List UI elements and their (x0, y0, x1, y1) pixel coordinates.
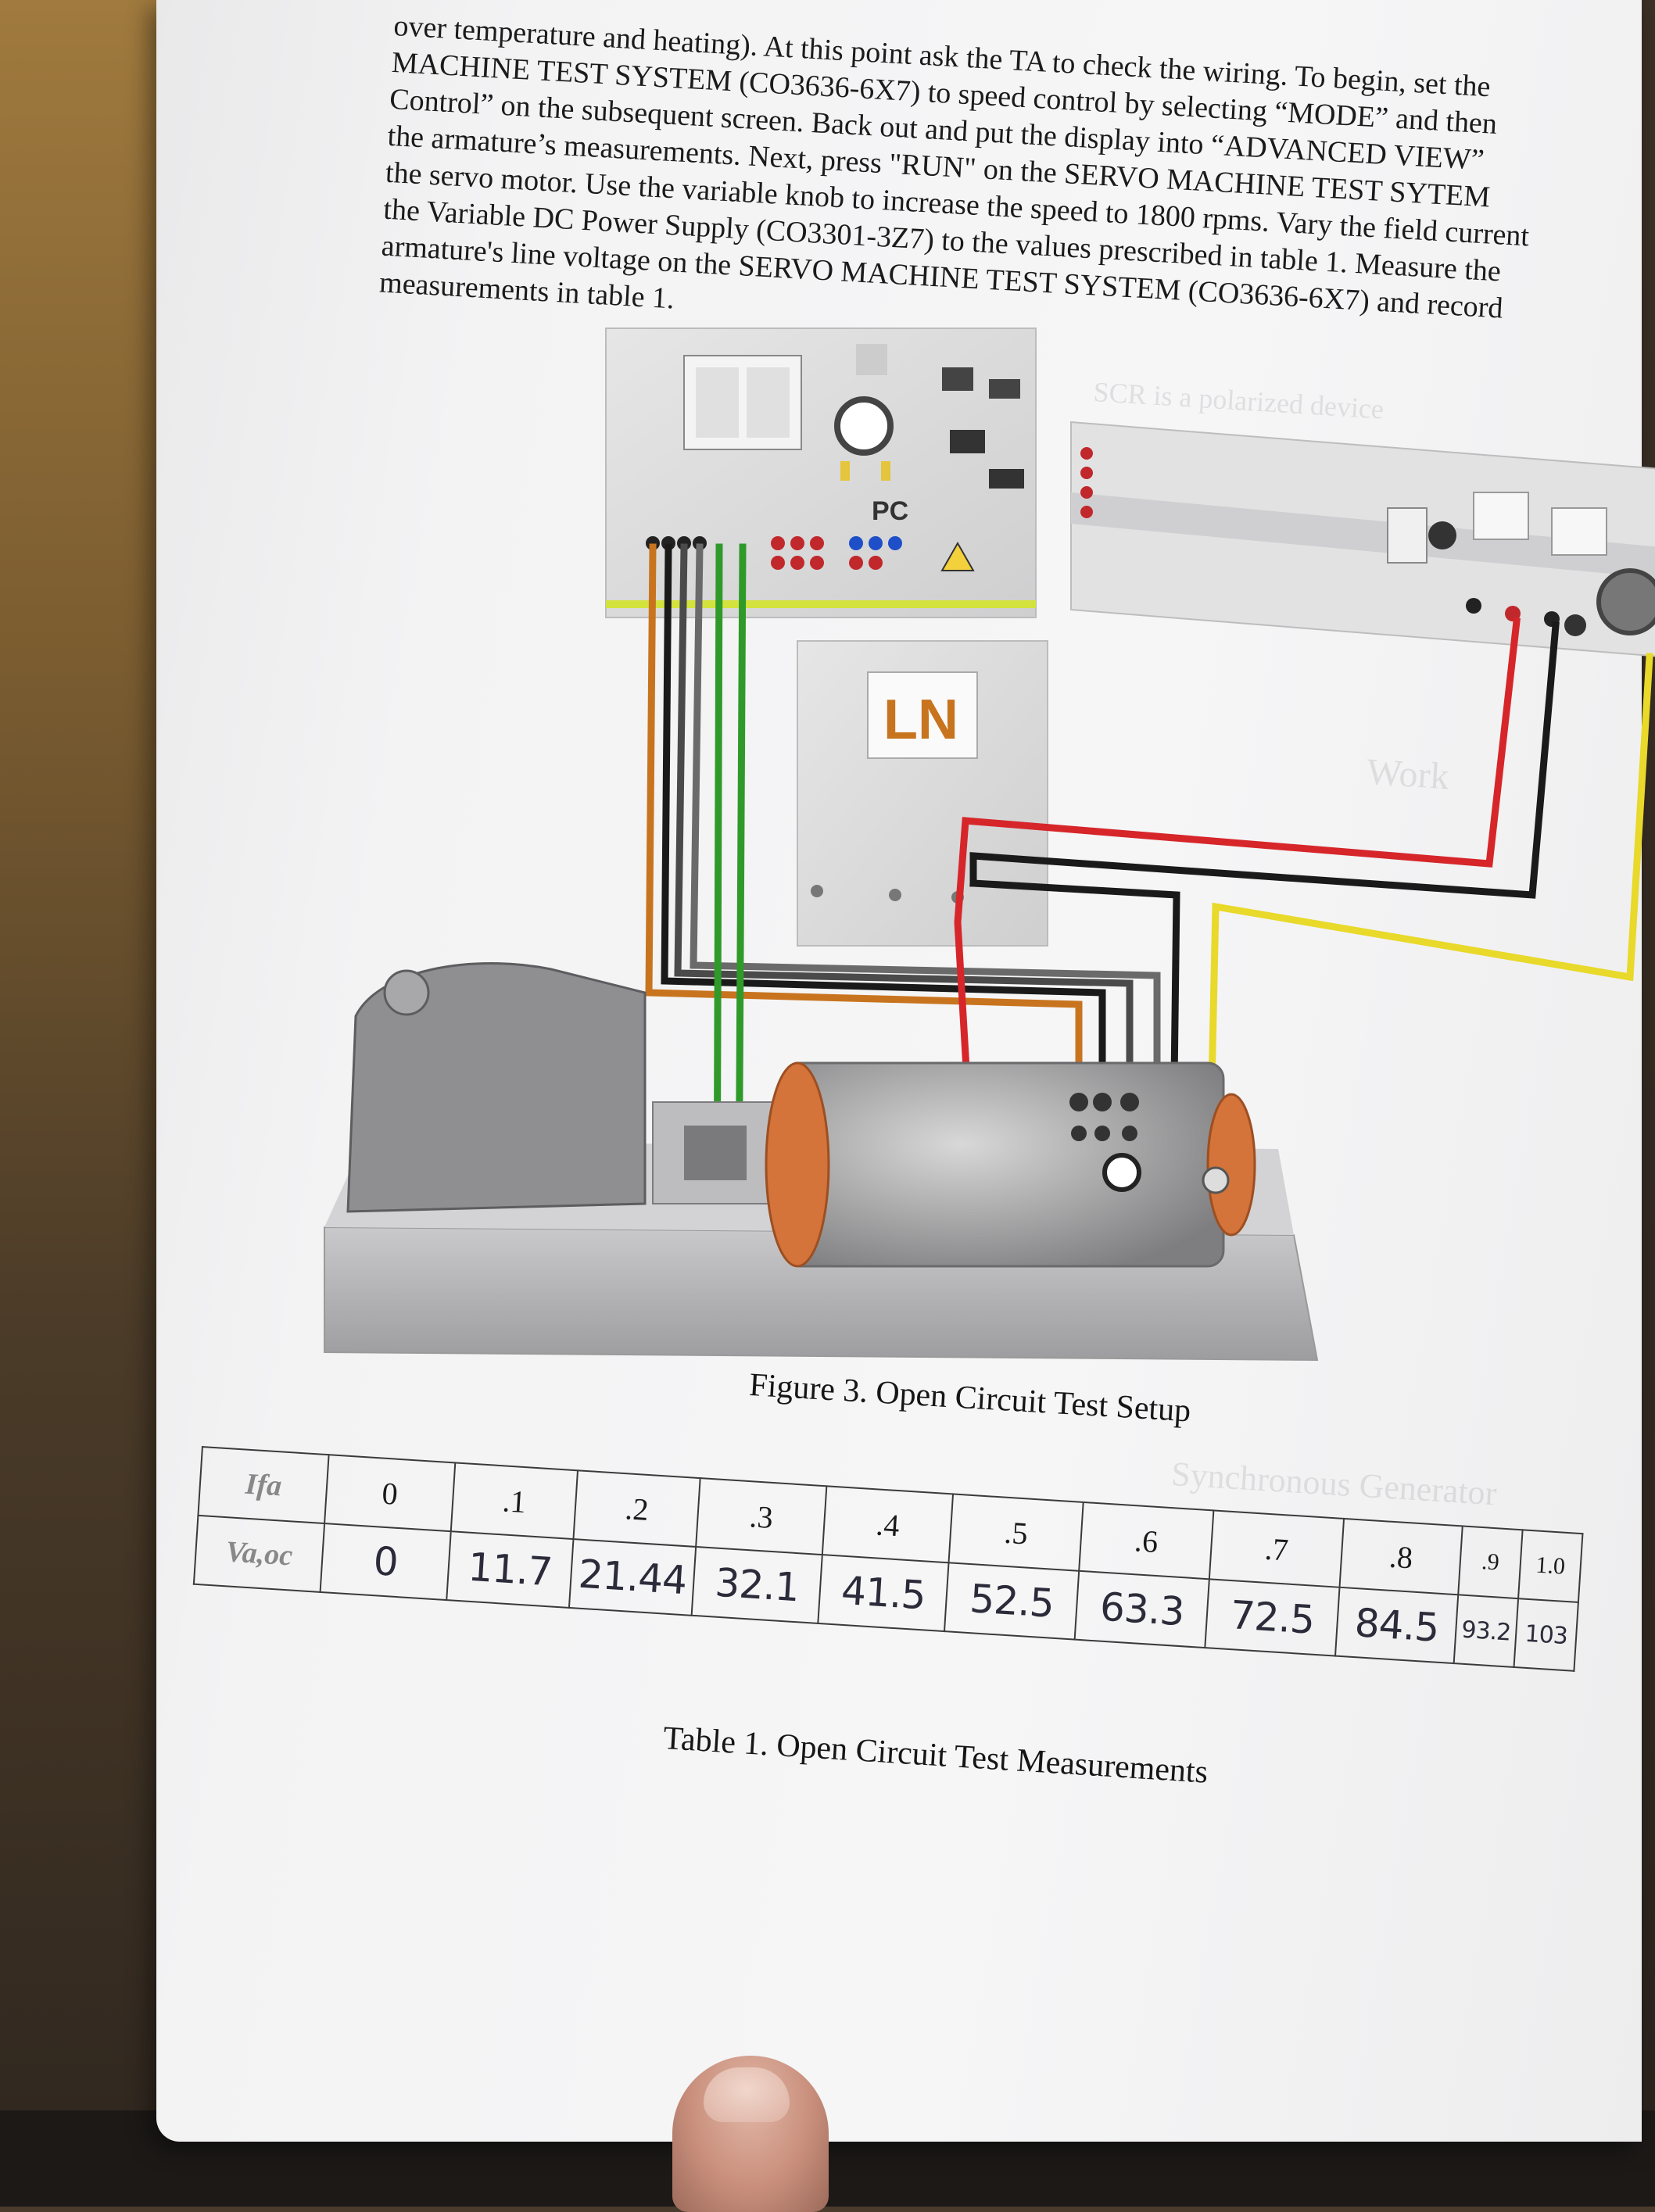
table-cell: 63.3 (1074, 1570, 1209, 1648)
table-cell: .9 (1458, 1526, 1523, 1599)
table-cell: 72.5 (1205, 1579, 1340, 1656)
table-cell: .7 (1209, 1510, 1345, 1587)
machine-bench (324, 962, 1319, 1362)
synchronous-machine (784, 1061, 1225, 1268)
table-cell: .2 (573, 1470, 700, 1547)
table-cell: 0 (320, 1523, 451, 1601)
servo-test-system-panel: PC (605, 328, 1037, 618)
table-cell: .4 (822, 1486, 954, 1563)
drive-brake-machine (346, 962, 647, 1213)
table-cell: .6 (1079, 1502, 1214, 1580)
fingernail (704, 2067, 790, 2122)
table-cell: 41.5 (818, 1555, 949, 1632)
row-label-ifa: Ifa (198, 1447, 329, 1524)
table-cell: .8 (1339, 1518, 1463, 1595)
ln-logo-text: LN (883, 689, 958, 751)
table-cell: 52.5 (944, 1562, 1080, 1640)
table-cell: 11.7 (446, 1531, 574, 1608)
table-cell: 84.5 (1334, 1587, 1459, 1664)
table-cell: 0 (324, 1455, 456, 1532)
variable-dc-power-supply (1070, 421, 1655, 657)
wiring (645, 543, 1653, 1270)
table-cell: 1.0 (1518, 1530, 1583, 1602)
table-cell: 32.1 (691, 1546, 822, 1623)
setup-illustration: PC (324, 328, 1655, 1362)
table-cell: .3 (696, 1478, 827, 1555)
table-cell: 93.2 (1453, 1595, 1519, 1667)
table-cell: 21.44 (568, 1539, 697, 1616)
table-cell: 103 (1514, 1598, 1578, 1671)
ln-control-panel: LN (797, 640, 1048, 947)
table-cell: .1 (450, 1462, 578, 1540)
panel-pc-label: PC (872, 496, 908, 526)
open-circuit-figure: PC (317, 313, 1655, 1407)
table-cell: .5 (948, 1494, 1084, 1571)
row-label-vaoc: Va,oc (193, 1515, 325, 1592)
